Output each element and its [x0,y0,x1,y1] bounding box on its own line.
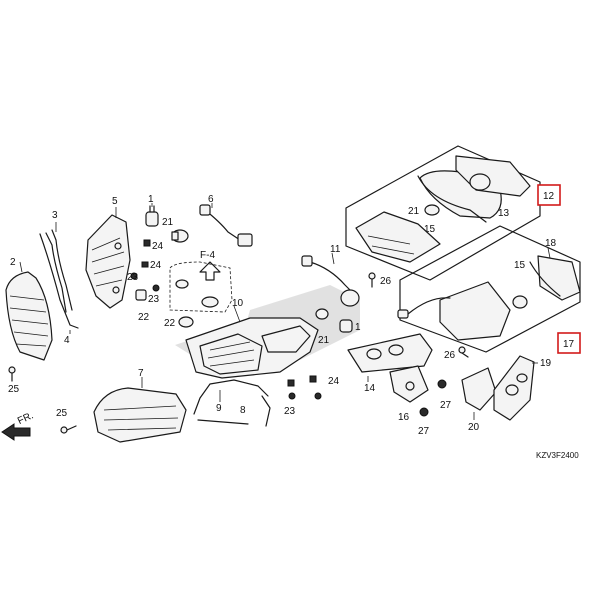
callout-21c: 21 [408,206,420,217]
part-7-lower-lens [93,387,187,443]
group-17-frame [399,225,581,353]
part-19-housing [493,355,535,421]
part-2-side-cover [5,271,53,361]
callout-3: 3 [52,210,58,221]
callout-15a: 15 [424,224,436,235]
callout-4: 4 [64,335,70,346]
part-10-headlight [185,317,319,379]
callout-8: 8 [240,405,246,416]
part-26-screw-b [458,346,469,358]
callout-24b: 24 [150,260,162,271]
reference-tag: F-4 [200,250,215,261]
callout-17: 17 [563,339,575,350]
callout-1a: 1 [148,194,154,205]
part-11-harness [301,255,360,307]
part-25-screw [8,366,16,382]
callout-23a: 23 [127,272,139,283]
part-9-trim [193,379,269,425]
part-17-lens [439,255,581,341]
part-25-screw-b [60,425,77,434]
callout-23c: 23 [284,406,296,417]
callout-27b: 27 [418,426,430,437]
callout-22a: 22 [138,312,150,323]
callout-21a: 21 [162,217,174,228]
callout-20: 20 [468,422,480,433]
callout-12: 12 [543,191,555,202]
part-24-clip-c [287,375,317,387]
reference-boundary [169,261,233,313]
group-12-frame [345,145,541,281]
part-20-bracket [461,367,497,411]
part-21-bulb-b [315,308,329,320]
callout-19: 19 [540,358,552,369]
part-4-trim [39,233,79,329]
front-arrow-icon [1,423,31,441]
part-5-housing [85,214,131,309]
part-23-nut-a [130,272,138,280]
part-24-clip-b [141,261,149,268]
part-16-bracket [389,365,429,403]
callout-14: 14 [364,383,376,394]
callout-box-17 [557,332,581,354]
part-21-bulb-a [171,229,189,243]
callout-9: 9 [216,403,222,414]
grommet-pair [175,279,219,308]
part-27-nut-a [437,379,447,389]
part-15-gasket-b [529,261,561,297]
part-22-grommet-b [178,316,194,328]
callout-15b: 15 [514,260,526,271]
callout-24c: 24 [328,376,340,387]
part-21-bulb-c [424,204,440,216]
part-26-screw-a [368,272,376,288]
part-14-turn-signal [347,333,433,373]
part-8-trim [261,395,271,427]
part-6-wiring [199,204,253,247]
callout-25a: 25 [8,384,20,395]
callout-26b: 26 [444,350,456,361]
part-24-clip-a [143,239,151,247]
diagram-code: KZV3F2400 [536,451,579,460]
callout-13: 13 [498,208,510,219]
part-27-nut-b [419,407,429,417]
part-1-socket [145,205,159,227]
part-23-nut-c [288,392,322,400]
part-22-grommet-a [135,289,147,301]
callout-7: 7 [138,368,144,379]
part-1-socket-b [339,319,353,333]
callout-27a: 27 [440,400,452,411]
callout-11: 11 [330,244,341,255]
callout-25b: 25 [56,408,68,419]
callout-6: 6 [208,194,214,205]
part-12-turn-signal-housing [355,211,441,263]
reference-arrow [199,261,221,281]
callout-18: 18 [545,238,557,249]
callout-1b: 1 [355,322,361,333]
callout-23b: 23 [148,294,160,305]
part-15-gasket-a [417,175,487,223]
part-17-wiring [397,297,451,319]
callout-26a: 26 [380,276,392,287]
part-23-nut-b [152,284,160,292]
callout-2: 2 [10,257,16,268]
callout-5: 5 [112,196,118,207]
front-label: FR. [16,410,35,427]
callout-24a: 24 [152,241,164,252]
callout-22b: 22 [164,318,176,329]
part-12-lens-frame [419,155,531,219]
callout-21b: 21 [318,335,330,346]
part-3-trim [45,229,73,313]
callout-10: 10 [232,298,244,309]
callout-box-12 [537,184,561,206]
callout-16: 16 [398,412,410,423]
